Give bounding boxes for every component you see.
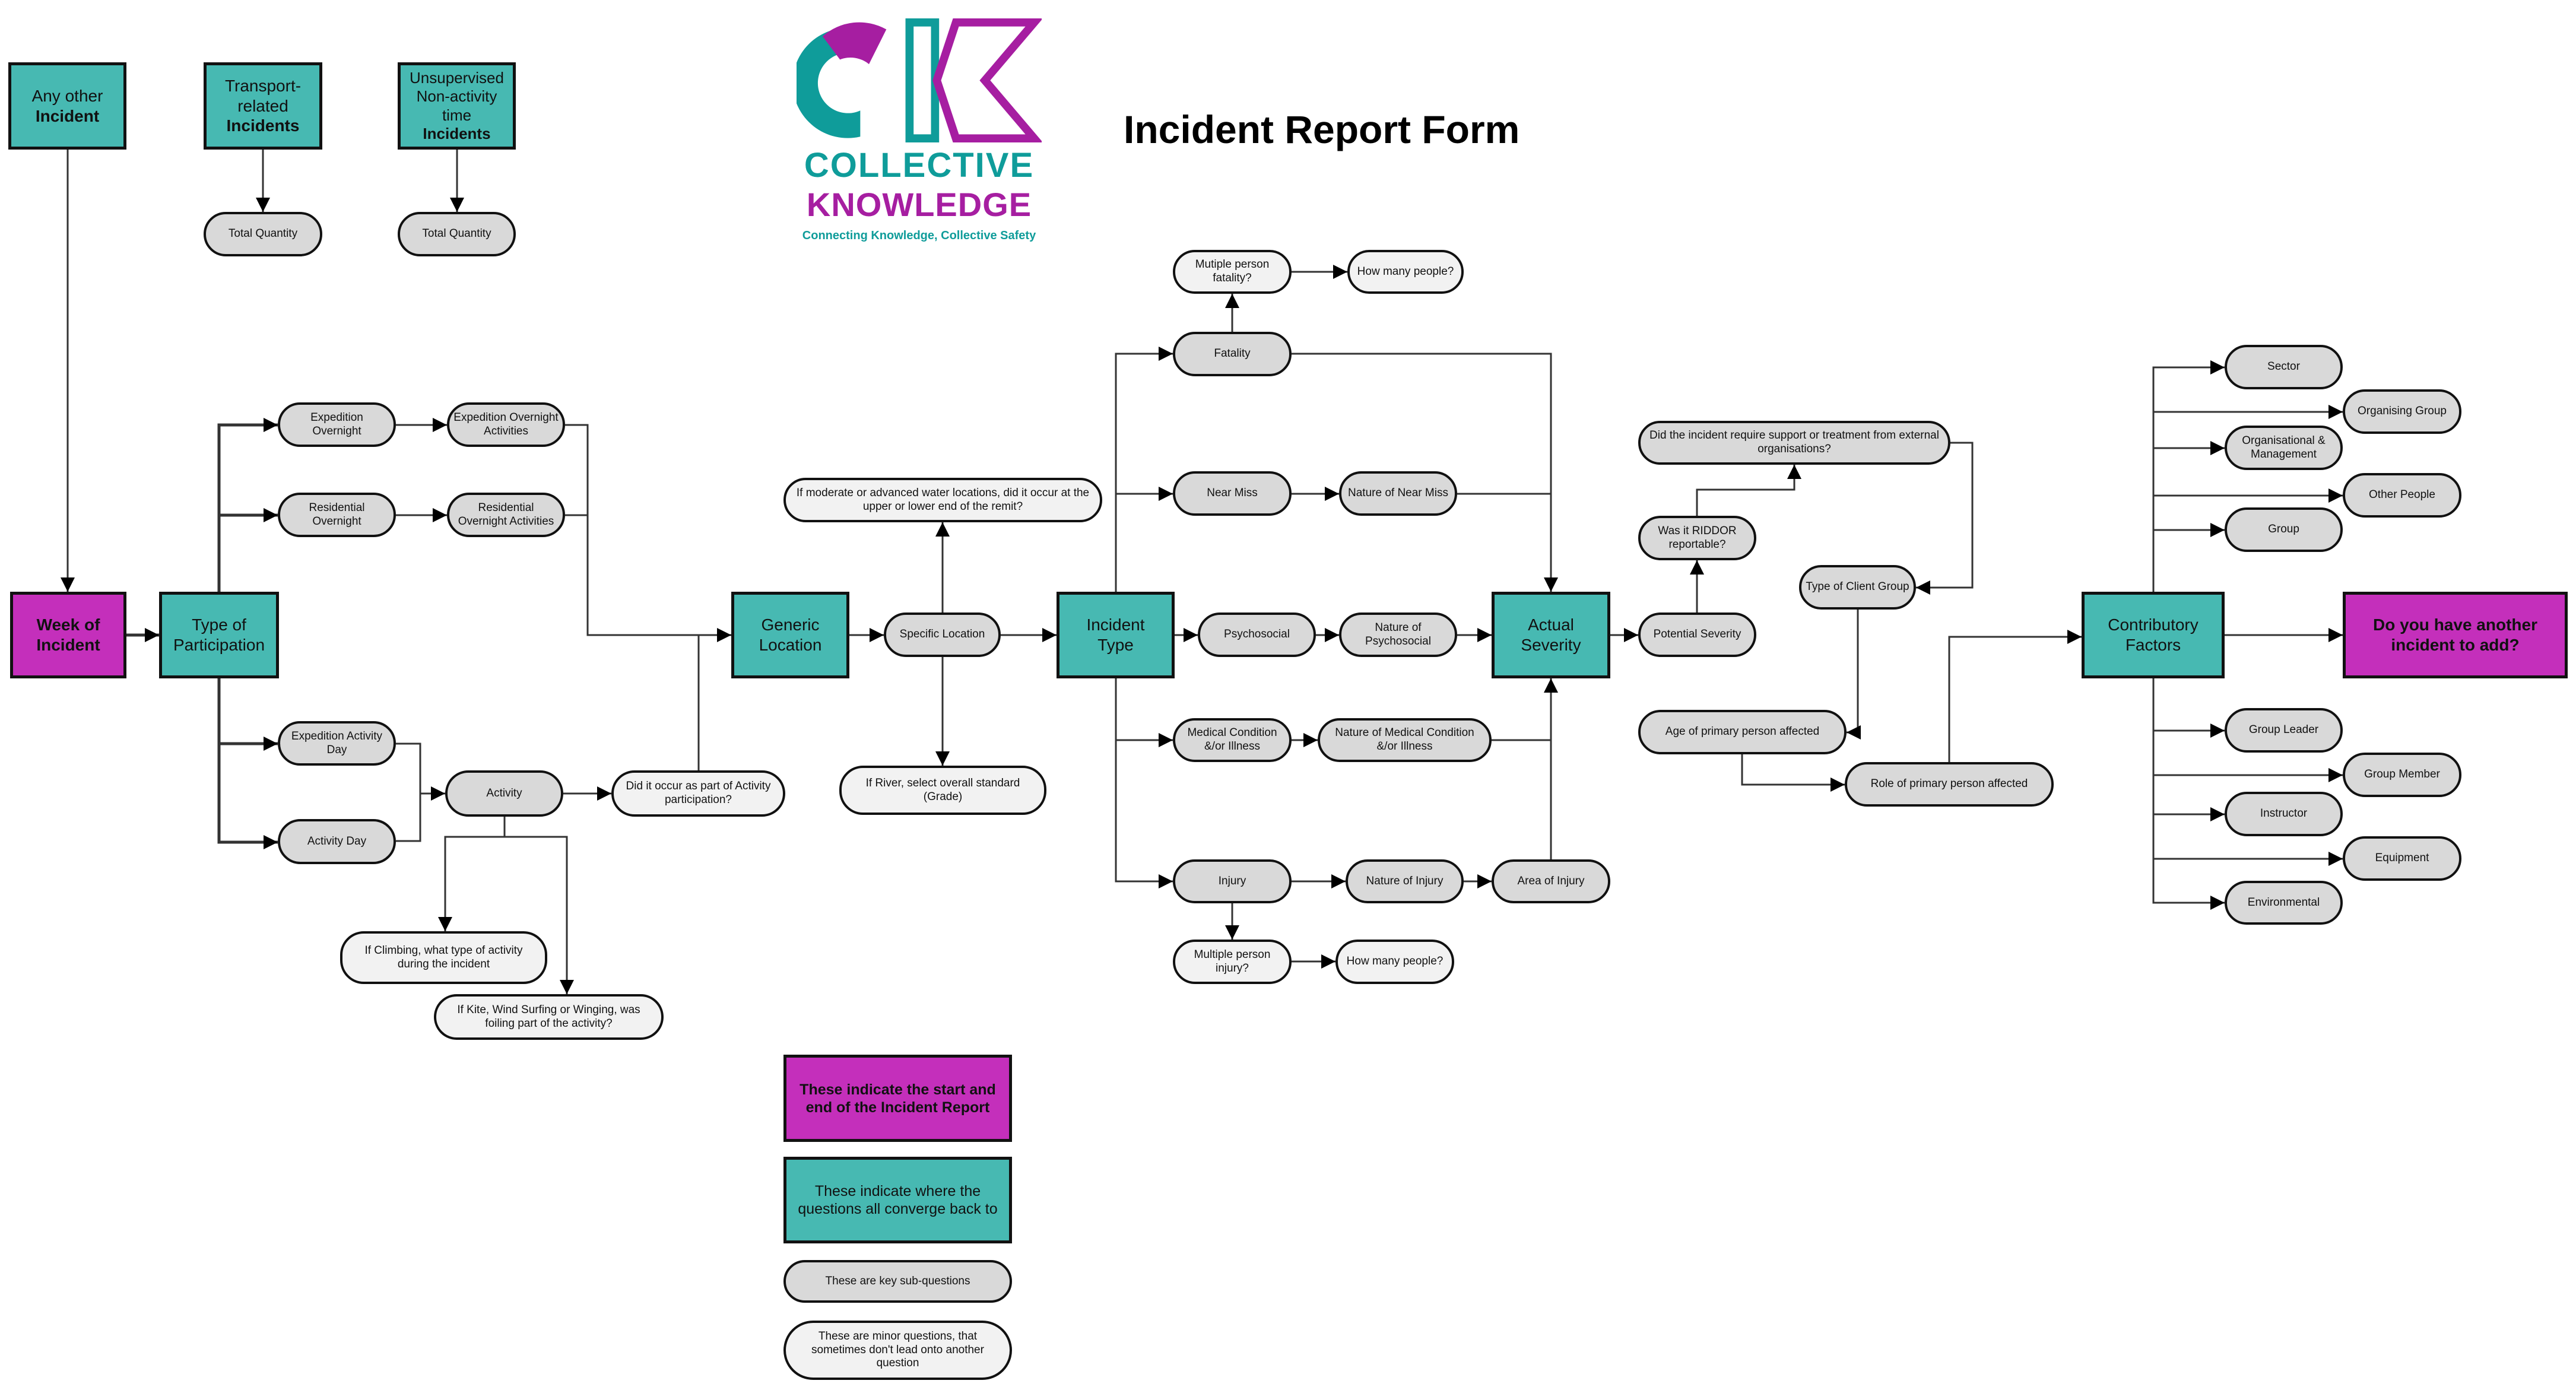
environmental-node[interactable]: Environmental bbox=[2225, 881, 2343, 925]
psychosocial-node[interactable]: Psychosocial bbox=[1198, 613, 1316, 657]
legend-start-end: These indicate the start and end of the … bbox=[783, 1055, 1012, 1142]
activity-day-node[interactable]: Activity Day bbox=[278, 819, 396, 864]
total-quantity-transport[interactable]: Total Quantity bbox=[204, 212, 322, 256]
external-support-question[interactable]: Did the incident require support or trea… bbox=[1638, 421, 1950, 465]
connector bbox=[2152, 678, 2225, 910]
connector bbox=[1847, 610, 1861, 740]
activity-node[interactable]: Activity bbox=[445, 770, 563, 817]
medical-condition-node[interactable]: Medical Condition &/or Illness bbox=[1173, 718, 1292, 762]
group-member-node[interactable]: Group Member bbox=[2343, 753, 2461, 797]
how-many-fatality-question[interactable]: How many people? bbox=[1347, 250, 1464, 294]
expedition-activity-day-node[interactable]: Expedition Activity Day bbox=[278, 721, 396, 766]
specific-location-node[interactable]: Specific Location bbox=[884, 613, 1001, 657]
type-of-participation-node[interactable]: Type of Participation bbox=[159, 592, 279, 678]
node-label-bold: Incidents bbox=[226, 116, 300, 135]
contributory-factors-node[interactable]: Contributory Factors bbox=[2082, 592, 2225, 678]
organising-group-node[interactable]: Organising Group bbox=[2343, 389, 2461, 434]
equipment-node[interactable]: Equipment bbox=[2343, 836, 2461, 881]
connector bbox=[2152, 360, 2225, 592]
node-label-bold: Incidents bbox=[423, 124, 491, 142]
connector bbox=[1741, 754, 1845, 792]
residential-overnight-activities-node[interactable]: Residential Overnight Activities bbox=[447, 493, 565, 537]
page-title: Incident Report Form bbox=[1124, 107, 1520, 151]
area-injury-node[interactable]: Area of Injury bbox=[1492, 859, 1610, 903]
expedition-overnight-node[interactable]: Expedition Overnight bbox=[278, 402, 396, 447]
nature-injury-node[interactable]: Nature of Injury bbox=[1346, 859, 1464, 903]
any-other-incident-node[interactable]: Any other Incident bbox=[8, 62, 126, 150]
legend-minor-questions: These are minor questions, that sometime… bbox=[783, 1321, 1012, 1380]
generic-location-node[interactable]: Generic Location bbox=[731, 592, 849, 678]
connector bbox=[1115, 347, 1173, 592]
connector bbox=[396, 742, 421, 842]
node-label: Any other bbox=[31, 86, 103, 105]
connector bbox=[217, 418, 278, 592]
node-label: Transport-related bbox=[224, 77, 302, 115]
ck-logo-mark bbox=[797, 18, 1042, 142]
connector bbox=[217, 678, 278, 849]
connector bbox=[565, 424, 731, 642]
logo-word-knowledge: KNOWLEDGE bbox=[806, 186, 1032, 223]
connector bbox=[1948, 630, 2082, 762]
activity-participation-question[interactable]: Did it occur as part of Activity partici… bbox=[611, 770, 785, 817]
group-leader-node[interactable]: Group Leader bbox=[2225, 708, 2343, 753]
client-group-node[interactable]: Type of Client Group bbox=[1799, 565, 1916, 610]
how-many-injury-question[interactable]: How many people? bbox=[1335, 940, 1454, 984]
org-management-node[interactable]: Organisational & Management bbox=[2225, 426, 2343, 470]
connector bbox=[438, 817, 506, 931]
nature-psychosocial-node[interactable]: Nature of Psychosocial bbox=[1339, 613, 1457, 657]
incident-type-node[interactable]: Incident Type bbox=[1057, 592, 1175, 678]
kite-question[interactable]: If Kite, Wind Surfing or Winging, was fo… bbox=[434, 994, 664, 1040]
nature-near-miss-node[interactable]: Nature of Near Miss bbox=[1339, 471, 1457, 516]
group-node[interactable]: Group bbox=[2225, 507, 2343, 552]
fatality-node[interactable]: Fatality bbox=[1173, 332, 1292, 376]
expedition-overnight-activities-node[interactable]: Expedition Overnight Activities bbox=[447, 402, 565, 447]
residential-overnight-node[interactable]: Residential Overnight bbox=[278, 493, 396, 537]
connector bbox=[1292, 353, 1558, 592]
connector bbox=[505, 836, 574, 994]
climbing-question[interactable]: If Climbing, what type of activity durin… bbox=[340, 931, 547, 984]
logo-tagline: Connecting Knowledge, Collective Safety bbox=[802, 229, 1036, 242]
river-grade-question[interactable]: If River, select overall standard (Grade… bbox=[839, 766, 1046, 815]
legend-key-sub-questions: These are key sub-questions bbox=[783, 1260, 1012, 1303]
multiple-fatality-question[interactable]: Mutiple person fatality? bbox=[1173, 250, 1292, 294]
injury-node[interactable]: Injury bbox=[1173, 859, 1292, 903]
logo: COLLECTIVE KNOWLEDGE Connecting Knowledg… bbox=[797, 18, 1046, 255]
total-quantity-unsupervised[interactable]: Total Quantity bbox=[398, 212, 516, 256]
logo-word-collective: COLLECTIVE bbox=[804, 146, 1035, 185]
instructor-node[interactable]: Instructor bbox=[2225, 792, 2343, 836]
node-label-bold: Incident bbox=[35, 106, 100, 125]
node-label: Unsupervised Non-activity time bbox=[410, 69, 504, 124]
transport-incidents-node[interactable]: Transport-related Incidents bbox=[204, 62, 322, 150]
unsupervised-incidents-node[interactable]: Unsupervised Non-activity time Incidents bbox=[398, 62, 516, 150]
other-people-node[interactable]: Other People bbox=[2343, 473, 2461, 518]
riddor-question[interactable]: Was it RIDDOR reportable? bbox=[1638, 516, 1756, 560]
age-primary-node[interactable]: Age of primary person affected bbox=[1638, 710, 1847, 754]
role-primary-node[interactable]: Role of primary person affected bbox=[1845, 762, 2054, 807]
nature-medical-node[interactable]: Nature of Medical Condition &/or Illness bbox=[1318, 718, 1492, 762]
potential-severity-node[interactable]: Potential Severity bbox=[1638, 613, 1756, 657]
sector-node[interactable]: Sector bbox=[2225, 345, 2343, 389]
connector bbox=[1916, 442, 1974, 595]
multiple-injury-question[interactable]: Multiple person injury? bbox=[1173, 940, 1292, 984]
water-location-question[interactable]: If moderate or advanced water locations,… bbox=[783, 478, 1102, 522]
connector bbox=[1115, 678, 1173, 888]
legend-converge: These indicate where the questions all c… bbox=[783, 1157, 1012, 1243]
actual-severity-node[interactable]: Actual Severity bbox=[1492, 592, 1610, 678]
connector bbox=[1696, 465, 1801, 516]
week-of-incident-node[interactable]: Week of Incident bbox=[10, 592, 126, 678]
another-incident-node[interactable]: Do you have another incident to add? bbox=[2343, 592, 2568, 678]
near-miss-node[interactable]: Near Miss bbox=[1173, 471, 1292, 516]
